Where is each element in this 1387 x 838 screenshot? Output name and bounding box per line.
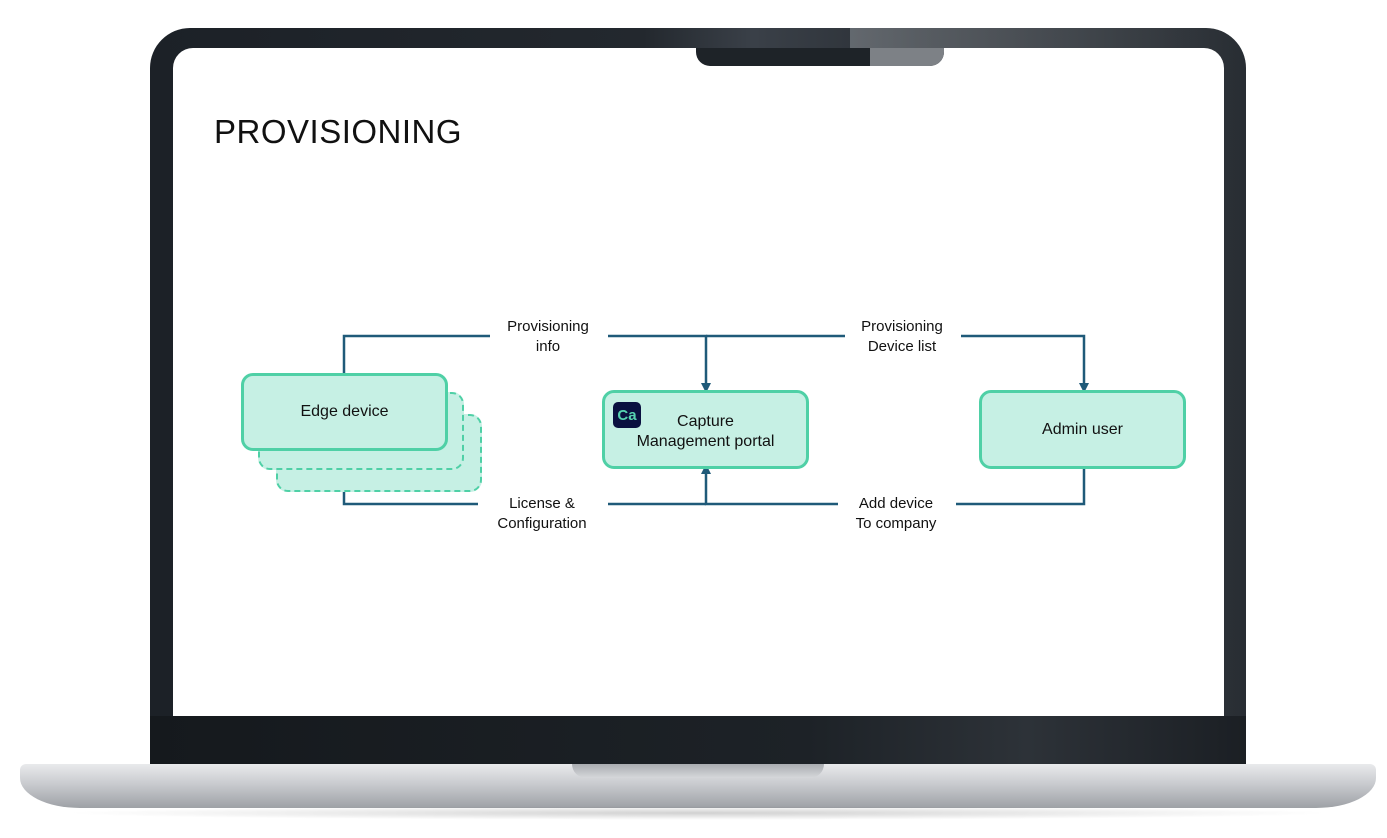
label-license-configuration: License & Configuration (472, 494, 612, 534)
laptop-base-groove (572, 764, 824, 778)
portal-node: Ca Capture Management portal (602, 390, 809, 469)
label-license-configuration-line1: License & (509, 495, 575, 512)
page-title: PROVISIONING (214, 113, 463, 150)
laptop-shadow (60, 806, 1336, 820)
label-add-device-line2: To company (855, 515, 937, 532)
camera-notch-highlight (870, 48, 944, 66)
portal-label-line2: Management portal (636, 432, 775, 450)
label-provisioning-device-list-line2: Device list (867, 338, 937, 355)
label-provisioning-info-line1: Provisioning (507, 318, 589, 335)
label-license-configuration-line2: Configuration (497, 515, 587, 532)
label-provisioning-device-list-line1: Provisioning (861, 318, 943, 335)
label-provisioning-info-line2: info (535, 338, 561, 355)
edge-provisioning-device-list (706, 334, 1084, 388)
label-provisioning-device-list: Provisioning Device list (832, 317, 972, 357)
label-add-device: Add device To company (826, 494, 966, 534)
admin-user-node: Admin user (979, 390, 1186, 469)
laptop-bottom-bezel (150, 716, 1246, 766)
edge-device-label: Edge device (300, 403, 389, 420)
admin-user-label: Admin user (1042, 420, 1123, 438)
label-add-device-line1: Add device (858, 495, 934, 512)
capture-app-icon: Ca (613, 402, 641, 428)
label-provisioning-info: Provisioning info (478, 317, 618, 357)
edge-device-node: Edge device (241, 373, 448, 451)
portal-label-line1: Capture (677, 412, 734, 430)
